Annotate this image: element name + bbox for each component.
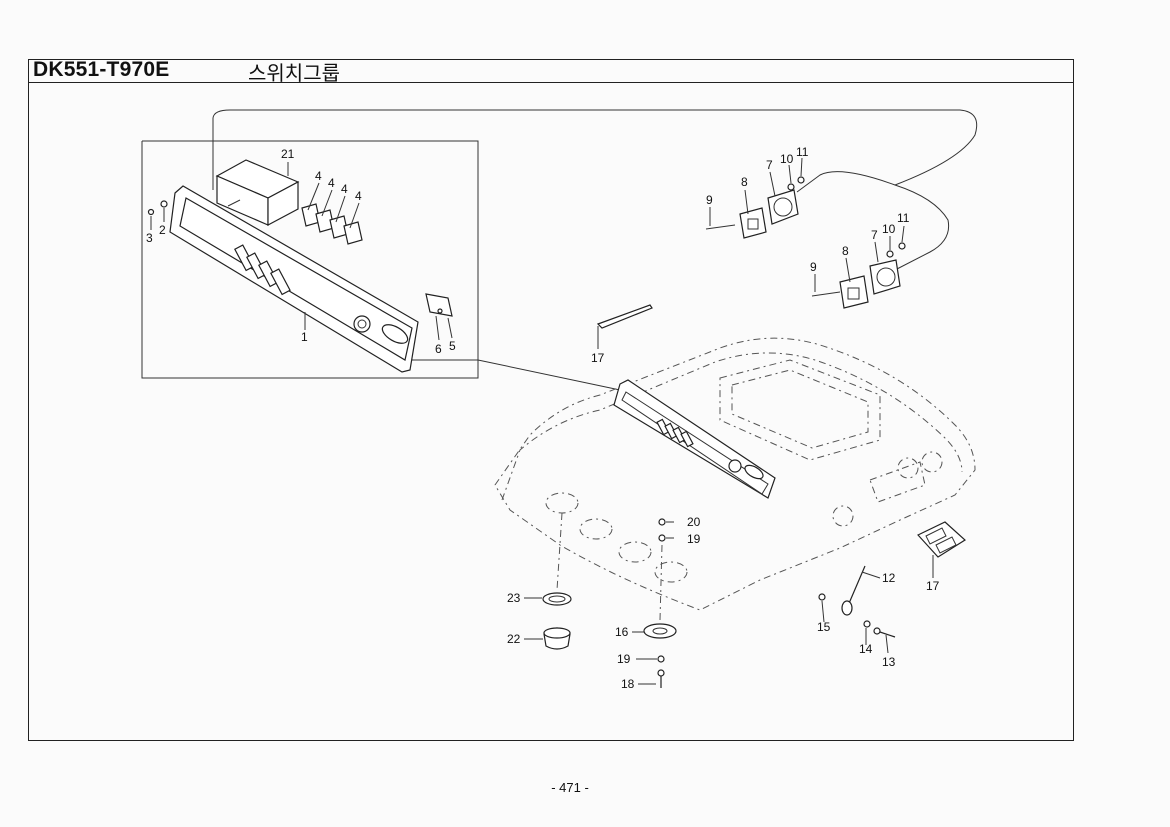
callout-19: 19 [617, 652, 631, 666]
group-title: 스위치그룹 [248, 61, 340, 85]
rocker-switches [301, 203, 363, 245]
roof-cover [917, 521, 966, 558]
callout-19: 19 [687, 532, 701, 546]
installed-panel [613, 379, 776, 499]
header-divider [28, 82, 1074, 83]
callout-17: 17 [591, 351, 605, 365]
blank-cover [425, 293, 453, 317]
page-number: - 471 - [551, 780, 589, 795]
callout-6: 6 [435, 342, 442, 356]
callout-11: 11 [897, 211, 910, 225]
callout-7: 7 [766, 158, 773, 172]
callout-18: 18 [621, 677, 635, 691]
callout-5: 5 [449, 339, 456, 353]
trim-strip [596, 304, 653, 329]
callout-3: 3 [146, 231, 153, 245]
model-code: DK551-T970E [33, 58, 170, 81]
roof-openings [545, 492, 688, 583]
callout-10: 10 [780, 152, 794, 166]
callout-8: 8 [741, 175, 748, 189]
callout-22: 22 [507, 632, 521, 646]
callout-11: 11 [796, 145, 809, 159]
callout-4: 4 [315, 169, 322, 183]
mounting-hardware [643, 518, 677, 688]
callout-21: 21 [281, 147, 295, 161]
callout-2: 2 [159, 223, 166, 237]
callout-4: 4 [328, 176, 335, 190]
speaker-lower [811, 242, 906, 309]
leader-lines [150, 157, 934, 685]
page-frame [28, 59, 1074, 741]
callout-16: 16 [615, 625, 629, 639]
callout-15: 15 [817, 620, 831, 634]
switch-panel [169, 185, 419, 373]
callout-1: 1 [301, 330, 308, 344]
callout-9: 9 [706, 193, 713, 207]
callout-12: 12 [882, 571, 896, 585]
callout-23: 23 [507, 591, 521, 605]
relay-box [215, 159, 300, 226]
callout-17: 17 [926, 579, 940, 593]
callout-4: 4 [341, 182, 348, 196]
callout-labels: 21 4 4 4 4 2 3 1 6 5 8 7 10 11 9 8 7 10 … [146, 145, 940, 691]
detail-inset-box [141, 140, 621, 391]
panel-screws [147, 200, 168, 216]
cab-roof [494, 337, 976, 611]
callout-8: 8 [842, 244, 849, 258]
callout-10: 10 [882, 222, 896, 236]
callout-14: 14 [859, 642, 873, 656]
callout-7: 7 [871, 228, 878, 242]
grommet-and-cap [542, 512, 572, 650]
callout-9: 9 [810, 260, 817, 274]
speaker-upper [705, 176, 805, 239]
callout-13: 13 [882, 655, 896, 669]
wiring-harness [212, 109, 978, 271]
antenna-assembly [818, 565, 896, 638]
callout-4: 4 [355, 189, 362, 203]
callout-20: 20 [687, 515, 701, 529]
